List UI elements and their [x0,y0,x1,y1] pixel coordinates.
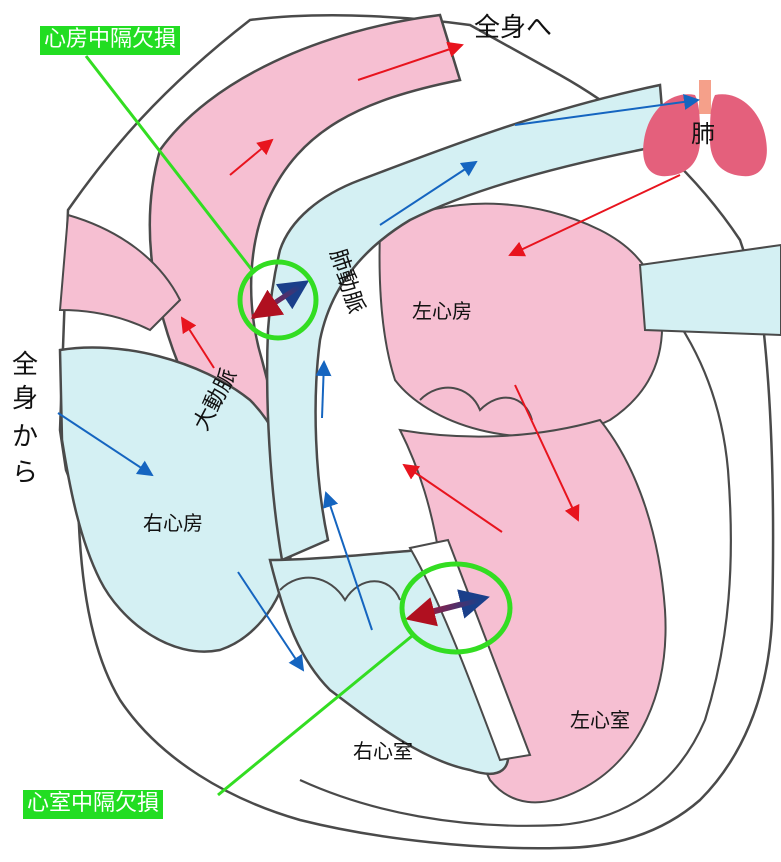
right-atrium-label: 右心房 [143,511,203,535]
to-body-label: 全身へ [474,13,552,43]
from-body-label-3: か [12,416,38,453]
lung-label: 肺 [691,120,715,148]
left-atrium-label: 左心房 [412,299,472,323]
asd-label: 心房中隔欠損 [40,26,180,55]
left-ventricle-label: 左心室 [570,708,630,732]
from-body-label-1: 全 [12,344,38,381]
right-ventricle-label: 右心室 [353,739,413,763]
from-body-label-2: 身 [12,378,38,415]
from-body-label-4: ら [12,452,38,489]
vsd-label: 心室中隔欠損 [23,790,163,819]
